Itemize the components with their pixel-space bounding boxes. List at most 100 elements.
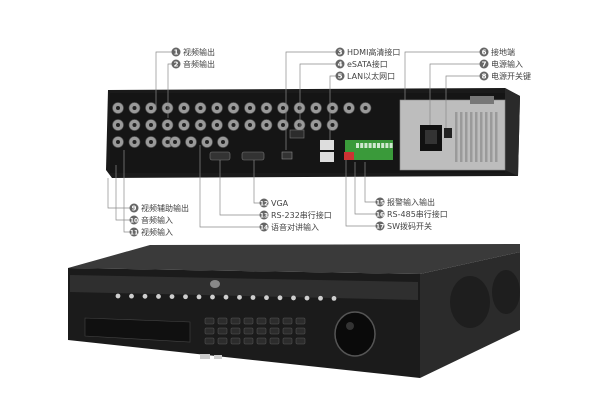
front-panel-button[interactable]	[204, 327, 215, 335]
hdmi-port	[281, 151, 293, 160]
status-led	[250, 295, 256, 300]
front-panel-button[interactable]	[269, 337, 280, 345]
logo-mark	[210, 280, 220, 288]
svg-text:2: 2	[174, 61, 179, 69]
front-device	[68, 244, 520, 378]
svg-text:7: 7	[482, 61, 487, 69]
svg-text:6: 6	[482, 49, 487, 57]
lan-port-2	[320, 152, 334, 162]
front-panel-button[interactable]	[256, 337, 267, 345]
front-panel-button[interactable]	[295, 337, 306, 345]
callout-label: HDMI高清接口	[347, 47, 400, 57]
front-panel-button[interactable]	[282, 337, 293, 345]
callout-6: 6 接地端	[479, 47, 515, 57]
svg-text:14: 14	[260, 225, 268, 232]
callout-3: 3 HDMI高清接口	[335, 47, 400, 57]
callout-17: 17 SW拨码开关	[375, 221, 432, 231]
front-panel-button[interactable]	[204, 337, 215, 345]
callout-11: 11 视频输入	[129, 227, 173, 237]
front-panel-button[interactable]	[282, 327, 293, 335]
svg-text:16: 16	[376, 212, 384, 219]
callout-number-badge	[171, 47, 181, 57]
lan-port-1	[320, 140, 334, 150]
callout-label: 音频输出	[183, 59, 215, 69]
front-panel-button[interactable]	[230, 337, 241, 345]
front-panel-button[interactable]	[295, 317, 306, 325]
svg-text:3: 3	[338, 49, 343, 57]
callout-label: 电源输入	[491, 59, 523, 69]
svg-text:12: 12	[260, 201, 268, 208]
front-panel-button[interactable]	[282, 317, 293, 325]
callout-label: 视频输出	[183, 47, 215, 57]
callout-label: VGA	[271, 199, 289, 208]
status-led	[331, 296, 337, 301]
callout-5: 5 LAN以太网口	[335, 71, 395, 81]
callout-14: 14 语音对讲输入	[259, 222, 319, 232]
disc-tray	[84, 317, 191, 343]
front-panel-button[interactable]	[269, 317, 280, 325]
callout-16: 16 RS-485串行接口	[375, 209, 448, 219]
callout-2: 2 音频输出	[171, 59, 215, 69]
front-panel-button[interactable]	[230, 327, 241, 335]
callout-label: 语音对讲输入	[271, 222, 319, 232]
svg-text:5: 5	[338, 73, 343, 81]
callout-label: RS-485串行接口	[387, 209, 448, 219]
front-panel-button[interactable]	[256, 317, 267, 325]
callout-4: 4 eSATA接口	[335, 59, 388, 69]
status-led	[115, 293, 121, 299]
status-led	[196, 294, 202, 300]
callout-15: 15 报警输入输出	[375, 197, 435, 207]
dip-switch	[344, 152, 354, 160]
status-led	[183, 294, 188, 300]
callout-12: 12 VGA	[259, 198, 289, 208]
callout-label: 报警输入输出	[387, 197, 435, 207]
svg-text:13: 13	[260, 213, 268, 220]
front-panel-button[interactable]	[295, 327, 306, 335]
front-panel-button[interactable]	[243, 317, 254, 325]
callout-label: 接地端	[491, 47, 515, 57]
svg-text:8: 8	[482, 73, 487, 81]
power-supply	[399, 99, 506, 171]
front-panel-button[interactable]	[217, 317, 228, 325]
svg-text:17: 17	[376, 224, 384, 231]
front-panel-button[interactable]	[243, 327, 254, 335]
front-panel-button[interactable]	[269, 327, 280, 335]
jog-dial	[334, 311, 376, 357]
svg-text:1: 1	[174, 49, 179, 57]
svg-text:10: 10	[130, 218, 138, 225]
status-led	[129, 293, 134, 299]
front-panel-button[interactable]	[256, 327, 267, 335]
callout-label: 电源开关键	[491, 71, 531, 81]
callout-label: RS-232串行接口	[271, 210, 332, 220]
front-panel-button[interactable]	[217, 337, 228, 345]
rs232-port	[209, 151, 231, 161]
status-led	[210, 294, 215, 300]
front-panel-button[interactable]	[230, 317, 241, 325]
status-led	[318, 295, 323, 301]
status-led	[169, 294, 175, 299]
esata-port	[289, 129, 305, 139]
front-panel-button[interactable]	[243, 337, 254, 345]
callout-label: 视频辅助输出	[141, 203, 189, 213]
svg-text:11: 11	[130, 230, 138, 237]
status-led	[237, 294, 242, 300]
callout-labels: 1 视频输出 2 音频输出 3 HDMI高清接口 4 eSATA接口 5 LAN…	[129, 47, 531, 237]
callout-label: SW拨码开关	[387, 221, 432, 231]
svg-text:4: 4	[338, 61, 343, 69]
rear-panel	[106, 88, 520, 178]
svg-text:15: 15	[376, 200, 384, 207]
callout-8: 8 电源开关键	[479, 71, 531, 81]
power-switch	[444, 128, 452, 138]
status-led	[223, 294, 229, 300]
callout-label: 音频输入	[141, 215, 173, 225]
front-panel-button[interactable]	[217, 327, 228, 335]
callout-13: 13 RS-232串行接口	[259, 210, 332, 220]
callout-label: eSATA接口	[347, 59, 388, 69]
callout-1: 1 视频输出	[171, 47, 215, 57]
callout-label: 视频输入	[141, 227, 173, 237]
vga-port	[241, 151, 265, 161]
status-led	[291, 295, 296, 301]
status-led	[156, 294, 161, 299]
front-panel-button[interactable]	[204, 317, 215, 325]
